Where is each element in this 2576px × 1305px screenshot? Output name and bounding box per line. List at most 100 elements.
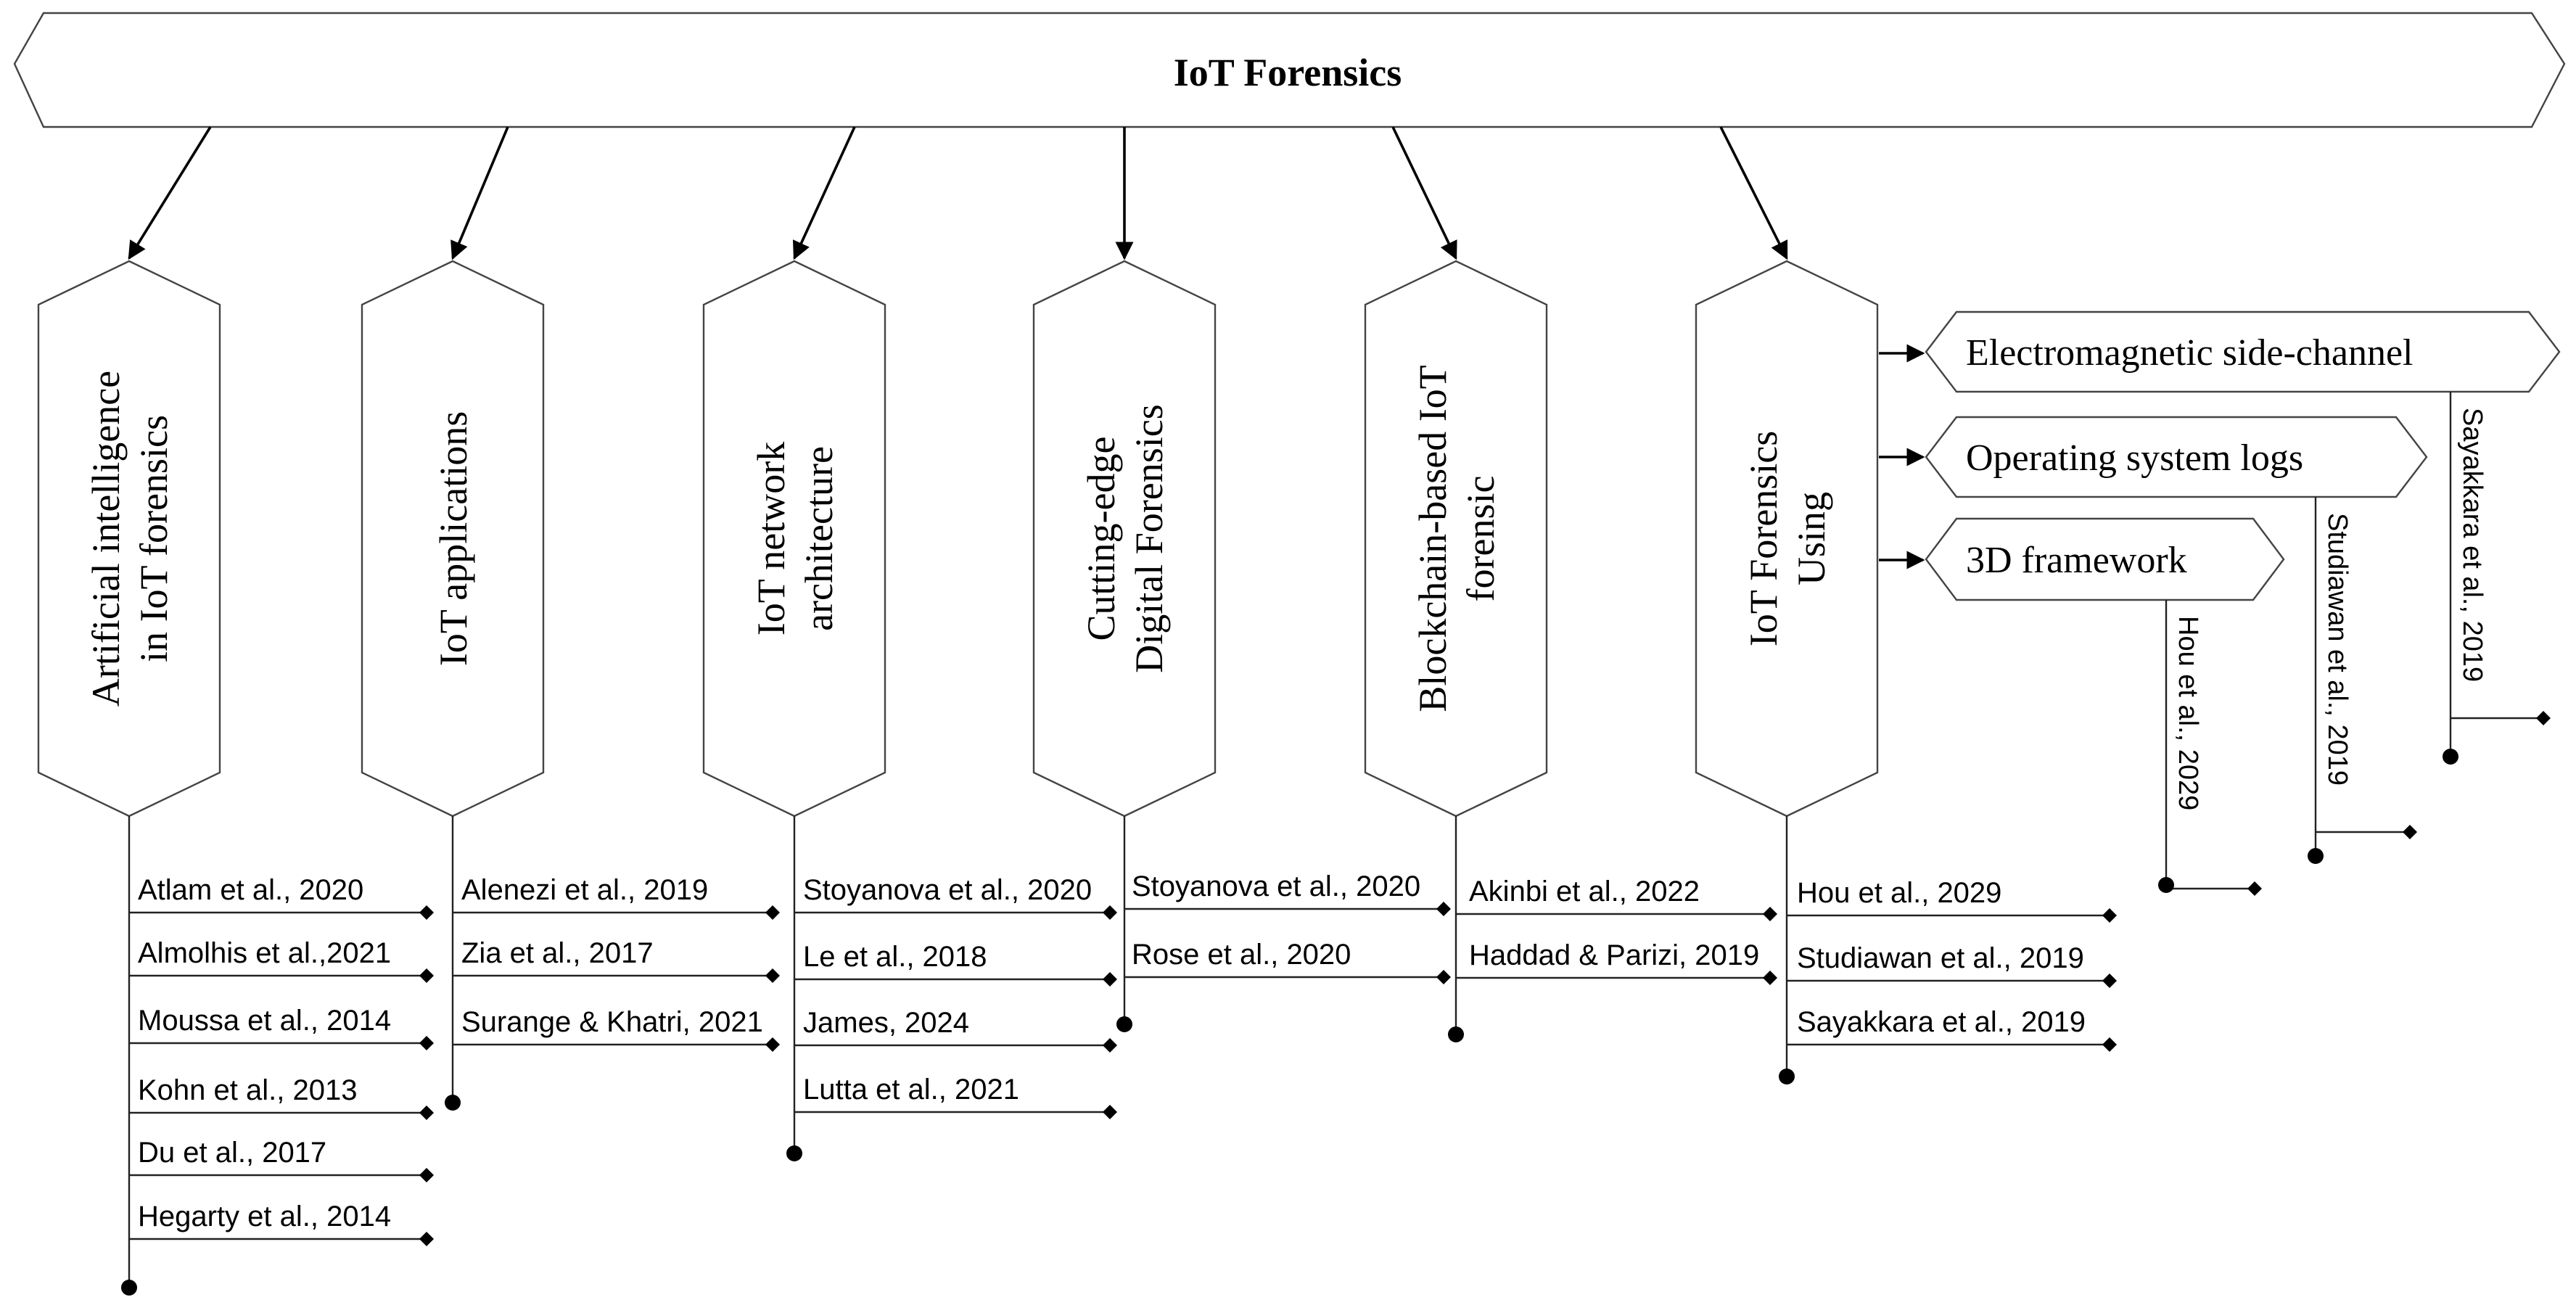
method-ref-dot: [2443, 749, 2458, 765]
method-label: 3D framework: [1966, 540, 2187, 581]
category-arrow: [450, 126, 509, 260]
category-label-line: forensic: [1459, 476, 1502, 602]
category-label-line: Blockchain-based IoT: [1411, 365, 1454, 712]
reference-text: Sayakkara et al., 2019: [1797, 1006, 2086, 1038]
reference-end-diamond: [1436, 902, 1451, 916]
method-label: Operating system logs: [1966, 437, 2303, 479]
reference-text: Kohn et al., 2013: [138, 1074, 357, 1106]
method-ref-end-diamond: [2247, 881, 2262, 896]
title-banner: IoT Forensics: [13, 12, 2566, 128]
category-label-line: IoT applications: [432, 411, 475, 666]
reference-text: Lutta et al., 2021: [803, 1074, 1019, 1106]
reference-text: Stoyanova et al., 2020: [1132, 870, 1420, 902]
method-ref-text: Hou et al., 2029: [2173, 616, 2203, 810]
category-arrow: [1391, 126, 1457, 260]
method-ref-text: Sayakkara et al., 2019: [2457, 408, 2487, 682]
method-ref-dot: [2158, 877, 2174, 893]
category-label: IoT applications: [432, 411, 475, 666]
reference-text: Zia et al., 2017: [461, 937, 654, 969]
reference-end-diamond: [2102, 973, 2117, 988]
reference-end-diamond: [419, 1036, 434, 1050]
reference-end-diamond: [1103, 1038, 1117, 1053]
reference-end-diamond: [1103, 905, 1117, 920]
method-label: Electromagnetic side-channel: [1966, 332, 2413, 374]
reference-text: Rose et al., 2020: [1132, 939, 1351, 971]
stem-end-dot: [1448, 1026, 1464, 1042]
reference-end-diamond: [419, 905, 434, 920]
reference-end-diamond: [1763, 907, 1777, 921]
category-arrow: [793, 126, 856, 260]
diagram-title: IoT Forensics: [1174, 51, 1402, 94]
category-box: [1364, 260, 1548, 818]
reference-text: Akinbi et al., 2022: [1469, 876, 1700, 907]
reference-text: Almolhis et al.,2021: [138, 937, 391, 969]
reference-text: Alenezi et al., 2019: [461, 874, 708, 906]
reference-end-diamond: [2102, 908, 2117, 923]
category-label-line: architecture: [797, 446, 841, 631]
reference-text: Surange & Khatri, 2021: [461, 1006, 763, 1038]
method-ref-text: Studiawan et al., 2019: [2322, 513, 2353, 786]
category-label-line: in IoT forensics: [132, 415, 176, 662]
reference-end-diamond: [1103, 1105, 1117, 1119]
method-ref-end-diamond: [2536, 711, 2551, 725]
reference-text: Haddad & Parizi, 2019: [1469, 939, 1759, 971]
reference-end-diamond: [765, 905, 780, 920]
reference-end-diamond: [1103, 972, 1117, 987]
reference-text: Atlam et al., 2020: [138, 874, 363, 906]
reference-end-diamond: [1436, 970, 1451, 984]
stem-end-dot: [121, 1280, 137, 1296]
stem-end-dot: [786, 1145, 802, 1161]
reference-text: Hegarty et al., 2014: [138, 1201, 391, 1232]
reference-end-diamond: [419, 968, 434, 983]
category-box: [702, 260, 886, 818]
method-box: [1925, 416, 2428, 498]
reference-text: Le et al., 2018: [803, 941, 987, 973]
category-arrow: [1719, 126, 1788, 260]
method-box: [1925, 310, 2561, 393]
stem-end-dot: [445, 1095, 461, 1111]
category-label-line: IoT network: [749, 442, 793, 635]
method-box: [1925, 517, 2285, 601]
reference-text: Studiawan et al., 2019: [1797, 942, 2084, 974]
stem-end-dot: [1116, 1016, 1132, 1032]
title-banner-shape: [13, 12, 2566, 128]
reference-text: Du et al., 2017: [138, 1137, 326, 1169]
category-label-line: IoT Forensics: [1742, 431, 1785, 646]
reference-end-diamond: [1763, 971, 1777, 985]
category-box: [1695, 260, 1879, 818]
category-label-line: Digital Forensics: [1127, 404, 1171, 672]
reference-text: Stoyanova et al., 2020: [803, 874, 1092, 906]
reference-end-diamond: [419, 1168, 434, 1182]
category-box: [37, 260, 221, 818]
method-ref-end-diamond: [2403, 825, 2417, 839]
category-box: [1032, 260, 1217, 818]
category-label-line: Using: [1790, 492, 1833, 585]
reference-end-diamond: [765, 1037, 780, 1052]
reference-text: Moussa et al., 2014: [138, 1005, 391, 1037]
category-label-line: Artificial intelligence: [84, 371, 128, 707]
reference-end-diamond: [765, 968, 780, 983]
stem-end-dot: [1779, 1069, 1795, 1084]
reference-end-diamond: [419, 1106, 434, 1120]
category-arrow: [128, 126, 212, 260]
category-label-line: Cutting-edge: [1079, 437, 1123, 641]
reference-text: Hou et al., 2029: [1797, 877, 2001, 909]
reference-text: James, 2024: [803, 1007, 969, 1039]
